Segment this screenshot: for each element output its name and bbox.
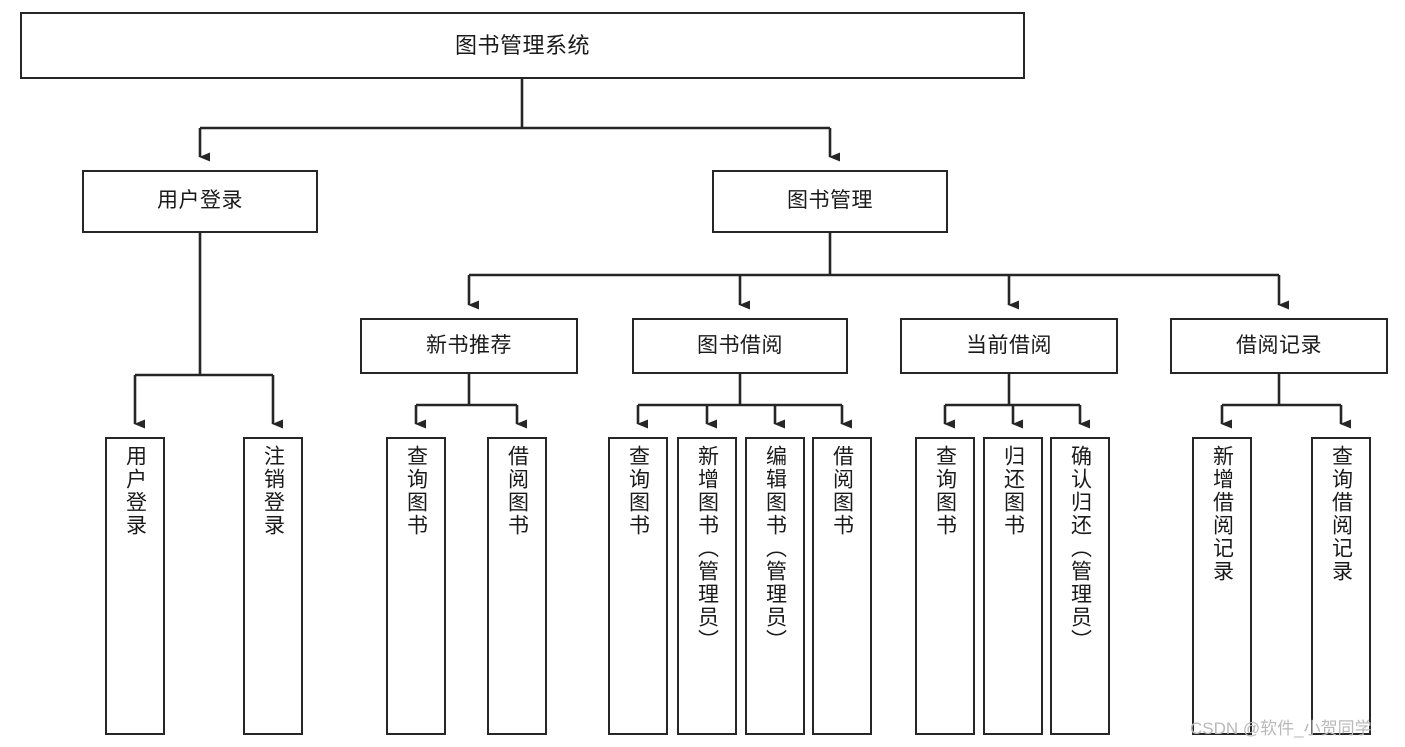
- node-label: 新增图书（管理员）: [695, 445, 719, 652]
- node-label: 注销登录: [261, 445, 285, 537]
- node-label: 新书推荐: [426, 333, 512, 357]
- node-label: 查询借阅记录: [1329, 445, 1353, 583]
- leaf-node-2[interactable]: 查询图书: [386, 437, 446, 735]
- leaf-node-10[interactable]: 确认归还（管理员）: [1050, 437, 1110, 735]
- node-label: 借阅记录: [1236, 333, 1322, 357]
- node-label: 归还图书: [1001, 445, 1025, 537]
- node-label: 查询图书: [933, 445, 957, 537]
- node-label: 借阅图书: [505, 445, 529, 537]
- leaf-node-5[interactable]: 新增图书（管理员）: [677, 437, 737, 735]
- root-node[interactable]: 图书管理系统: [20, 12, 1025, 79]
- node-label: 当前借阅: [966, 333, 1052, 357]
- node-label: 图书管理系统: [454, 32, 590, 58]
- node-label: 借阅图书: [830, 445, 854, 537]
- node-label: 查询图书: [626, 445, 650, 537]
- leaf-node-12[interactable]: 查询借阅记录: [1311, 437, 1371, 735]
- node-label: 确认归还（管理员）: [1068, 445, 1092, 652]
- node-label: 图书管理: [787, 189, 873, 213]
- leaf-node-1[interactable]: 注销登录: [243, 437, 303, 735]
- level3-node-1[interactable]: 图书借阅: [632, 318, 848, 374]
- level3-node-2[interactable]: 当前借阅: [900, 318, 1118, 374]
- level3-node-0[interactable]: 新书推荐: [360, 318, 578, 374]
- leaf-node-3[interactable]: 借阅图书: [487, 437, 547, 735]
- leaf-node-11[interactable]: 新增借阅记录: [1192, 437, 1252, 735]
- leaf-node-7[interactable]: 借阅图书: [812, 437, 872, 735]
- leaf-node-8[interactable]: 查询图书: [915, 437, 975, 735]
- level2-node-0[interactable]: 用户登录: [82, 170, 318, 233]
- node-label: 编辑图书（管理员）: [763, 445, 787, 652]
- leaf-node-4[interactable]: 查询图书: [608, 437, 668, 735]
- leaf-node-6[interactable]: 编辑图书（管理员）: [745, 437, 805, 735]
- leaf-node-0[interactable]: 用户登录: [105, 437, 165, 735]
- node-label: 新增借阅记录: [1210, 445, 1234, 583]
- level3-node-3[interactable]: 借阅记录: [1170, 318, 1388, 374]
- node-label: 查询图书: [404, 445, 428, 537]
- csdn-watermark: CSDN @软件_小贺同学: [1190, 719, 1372, 738]
- leaf-node-9[interactable]: 归还图书: [983, 437, 1043, 735]
- level2-node-1[interactable]: 图书管理: [712, 170, 948, 233]
- node-label: 图书借阅: [697, 333, 783, 357]
- node-label: 用户登录: [157, 189, 243, 213]
- node-label: 用户登录: [123, 445, 147, 537]
